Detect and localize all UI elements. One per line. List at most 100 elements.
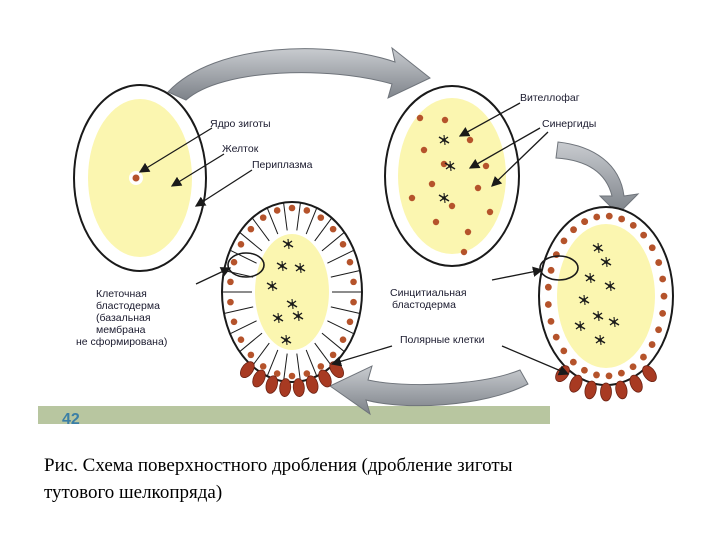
vitellophage-mark [282, 238, 294, 250]
nucleus-dot [408, 194, 416, 202]
nucleus-dot [346, 318, 354, 326]
cell-wall [314, 217, 333, 242]
top-curved-arrow [167, 46, 431, 101]
label-periplasm: Периплазма [252, 159, 313, 171]
cell-wall [321, 332, 345, 353]
nucleus-dot [303, 207, 311, 214]
nucleus-dot [474, 184, 482, 192]
vitellophage-mark [604, 280, 616, 292]
nucleus-dot [440, 160, 448, 168]
nucleus-dot [648, 341, 656, 348]
nucleus-dot [581, 366, 588, 374]
cell-wall [283, 353, 288, 382]
blastoderm-nuclei [227, 204, 357, 380]
caption-line-1: Рис. Схема поверхностного дробления (дро… [44, 455, 513, 476]
cell-wall [251, 217, 270, 242]
nucleus-dot [329, 351, 337, 359]
vitellophage-group [574, 242, 620, 346]
cell-wall [229, 249, 257, 264]
nucleus-dot [560, 237, 568, 245]
cell-wall [223, 306, 254, 315]
nucleus-dot [593, 213, 601, 221]
nucleus-dot [317, 214, 325, 221]
nucleus-dot [346, 258, 354, 266]
nucleus-dot [230, 258, 238, 266]
polar-cell [306, 375, 319, 394]
nucleus-dot [317, 363, 325, 370]
polar-cell [292, 378, 305, 397]
nucleus-dot [416, 114, 424, 122]
polar-cell [629, 374, 643, 393]
vitellophage-mark [608, 316, 620, 328]
cell-wall [266, 349, 279, 377]
vitellophage-mark [272, 312, 284, 324]
nucleus-dot [570, 226, 577, 234]
nucleus-dot [629, 363, 637, 371]
cell-wall [330, 269, 361, 278]
polar-cell [265, 375, 278, 394]
nucleus-dot [247, 351, 255, 359]
cell-walls [222, 202, 362, 382]
polar-cell [252, 369, 266, 388]
vitellophage-mark [592, 242, 604, 254]
cell-wall [296, 353, 301, 382]
bottom-panel [38, 406, 550, 424]
cell-wall [229, 320, 257, 335]
polar-cell [584, 380, 597, 400]
vitellophage-mark [280, 334, 292, 346]
nucleus-dot [227, 278, 234, 286]
nucleus-dot [288, 204, 296, 212]
nucleus-dot [237, 336, 245, 344]
nucleus-dot [569, 358, 577, 366]
polar-cell [615, 380, 628, 400]
nucleus-dot [617, 369, 625, 377]
vitellophage-group [266, 238, 306, 346]
caption-line-2: тутового шелкопряда) [44, 482, 223, 503]
cell-wall [251, 342, 270, 367]
cell-wall [321, 231, 345, 252]
vitellophage-mark [594, 334, 606, 346]
nucleus-dot [640, 231, 648, 239]
nucleus-dot [544, 301, 552, 308]
nucleus-dot [350, 278, 357, 286]
polar-cell [642, 365, 657, 383]
nuclei-group [408, 114, 494, 256]
cell-wall [330, 306, 361, 315]
page-number: 42 [62, 411, 80, 428]
label-yolk: Желток [222, 143, 259, 155]
nucleus-dot [659, 275, 667, 283]
nucleus-dot [655, 259, 663, 266]
pointer-lines [138, 102, 570, 376]
label-syncytial-2: бластодерма [392, 299, 456, 311]
vitellophage-mark [584, 272, 596, 284]
nucleus-dot [466, 136, 474, 144]
nucleus-dot [303, 370, 311, 377]
nucleus-dot [273, 207, 281, 214]
highlight-ring-cellular [227, 252, 265, 278]
nucleus-dot [486, 208, 494, 216]
nucleus-dot [547, 266, 555, 274]
nucleus-dot [420, 146, 428, 154]
vitellophage-mark [292, 310, 304, 322]
label-cell-blastoderm-5: не сформирована) [76, 336, 167, 348]
nucleus-dot [259, 363, 267, 370]
label-cell-blastoderm-2: бластодерма [96, 300, 160, 312]
vitellophage-mark [592, 310, 604, 322]
egg-syncytium [384, 85, 520, 267]
nucleus-dot [552, 333, 560, 341]
nucleus-dot [464, 228, 472, 236]
nucleus-dot [339, 336, 347, 344]
vitellophage-mark [444, 160, 456, 172]
vitellophage-mark [438, 134, 450, 146]
nucleus-dot [339, 240, 347, 248]
nucleus-dot [460, 248, 468, 256]
nucleus-dot [659, 309, 667, 317]
nucleus-dot [247, 225, 255, 233]
nucleus-dot [648, 244, 656, 252]
cell-wall [266, 207, 279, 235]
egg-syncytial-blastoderm [538, 206, 674, 402]
nucleus-dot [482, 162, 490, 170]
polar-cell [569, 374, 583, 393]
nucleus-dot [273, 370, 281, 377]
vitellophage-mark [578, 294, 590, 306]
